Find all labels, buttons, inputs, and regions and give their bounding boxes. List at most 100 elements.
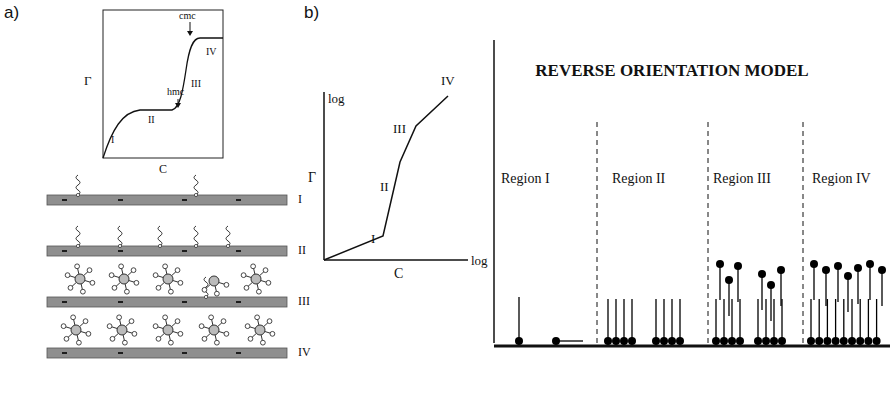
surfactant-head [263,268,268,273]
charge-site [236,250,241,252]
surfactant-head [76,193,79,196]
surfactant-tail [868,299,869,341]
surfactant-head [716,260,724,268]
surfactant-tail [765,299,766,341]
surfactant-head [224,331,229,336]
surfactant-head [175,268,180,273]
charge-site [118,199,123,201]
axis-label: Γ [84,74,92,88]
surfactant-tail [851,299,852,341]
surfactant-head [131,268,136,273]
surfactant-head [668,337,676,345]
aggregate-core [71,325,81,335]
surfactant-head [194,193,197,196]
axis-label: Γ [308,170,316,185]
surfactant-head [90,280,95,285]
surfactant-head [251,264,256,269]
surfactant-head [248,336,253,341]
surfactant-head [676,337,684,345]
surfactant-head [76,340,81,345]
region-number: IV [441,74,455,88]
surfactant-tail [773,299,774,341]
surfactant-tail [518,297,519,341]
region-number: II [380,180,389,194]
solid-surface [47,297,287,307]
surfactant-head [267,319,272,324]
surfactant-head [260,340,265,345]
aggregate-core [209,276,219,286]
charge-site [182,250,187,252]
surfactant-head [878,266,886,274]
surfactant-head [158,244,161,247]
surfactant-head [129,319,134,324]
surfactant-head [214,291,219,296]
surfactant-head [65,273,70,278]
surfactant-tail [770,285,771,321]
surfactant-head [844,272,852,280]
surfactant-tail [731,299,732,341]
surfactant-head [224,282,229,287]
charge-site [182,199,187,201]
surfactant-head [124,289,129,294]
transition-label: hmc [167,86,184,97]
surfactant-tail [837,266,838,302]
surfactant-head [163,315,168,320]
x-axis [324,259,468,261]
region-number: III [393,122,406,136]
surfactant-tail [118,226,122,246]
surfactant-head [80,289,85,294]
surfactant-tail [757,299,758,341]
charge-site [182,301,187,303]
aggregate-core [75,274,85,284]
region-number: III [298,295,310,308]
charge-site [236,301,241,303]
solid-surface [47,246,287,256]
charge-site [62,352,67,354]
surfactant-head [76,244,79,247]
divider-line [493,40,495,343]
charge-site [62,301,67,303]
surfactant-head [720,337,728,345]
surfactant-head [815,337,823,345]
aggregate-core [163,325,173,335]
surfactant-head [178,280,183,285]
surfactant-head [86,331,91,336]
axis-scale: log [471,254,488,268]
surfactant-tail [876,299,877,341]
surfactant-head [163,264,168,269]
surfactant-head [61,324,66,329]
surfactant-head [823,337,831,345]
region-name: Region I [501,171,550,186]
surfactant-head [822,266,830,274]
charge-site [236,199,241,201]
surfactant-tail [737,266,738,302]
region-divider [597,122,598,343]
surfactant-tail [715,299,716,341]
surfactant-head [110,336,115,341]
cmc-arrowhead [187,31,193,36]
surfactant-tail [843,299,844,341]
surfactant-head [712,337,720,345]
surfactant-head [515,337,523,345]
surfactant-tail [810,299,811,341]
surfactant-head [214,340,219,345]
surfactant-head [832,337,840,345]
surfactant-head [754,337,762,345]
charge-site [118,352,123,354]
surfactant-head [848,337,856,345]
surfactant-tail [819,299,820,341]
surfactant-head [156,285,161,290]
surfactant-head [725,276,733,284]
transition-label: cmc [179,10,196,21]
surfactant-head [807,337,815,345]
region-name: Region III [713,171,771,186]
panel-label: a) [4,4,19,23]
surfactant-head [866,260,874,268]
surfactant-head [153,273,158,278]
surfactant-tail [631,299,632,341]
surfactant-tail [825,270,826,306]
surfactant-tail [728,280,729,316]
region-number: II [148,114,155,125]
surfactant-head [244,285,249,290]
